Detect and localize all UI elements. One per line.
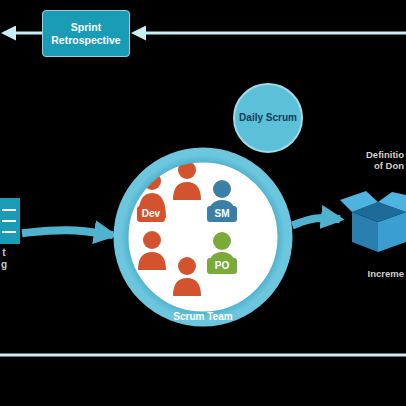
node-text: Definitio of Don <box>356 150 404 172</box>
person-head <box>143 231 161 249</box>
flow-arrow <box>22 230 113 235</box>
role-label: PO <box>207 258 237 274</box>
loop-line <box>0 354 406 357</box>
event-box: Sprint Retrospective <box>42 10 130 57</box>
backlog-line <box>2 209 16 211</box>
node-text: t g <box>0 247 8 270</box>
node-text: Increme <box>356 269 404 280</box>
ring <box>121 155 285 319</box>
node-text: Scrum Team <box>173 311 232 323</box>
increment-cube <box>340 191 406 252</box>
node-text: Sprint Retrospective <box>43 21 129 45</box>
backlog-icon <box>0 198 20 244</box>
node-text: Dev <box>142 208 160 220</box>
loop-line <box>134 32 406 35</box>
loop-line <box>4 32 42 35</box>
team-ring: Scrum Team Dev SM PO <box>113 147 293 327</box>
node-text: SM <box>215 208 230 220</box>
backlog-line <box>2 231 16 233</box>
person-head <box>213 232 231 250</box>
person-body <box>173 182 201 200</box>
event-circle: Daily Scrum <box>233 83 303 153</box>
person-body <box>138 252 166 270</box>
ring-outline <box>113 147 293 327</box>
node-text: Daily Scrum <box>239 112 297 124</box>
role-label: SM <box>207 206 237 222</box>
increment-node: Definitio of DonIncreme <box>340 150 406 280</box>
node-text: PO <box>215 260 229 272</box>
circle <box>234 84 302 152</box>
role-label: Dev <box>137 206 165 222</box>
backlog-line <box>2 220 16 222</box>
person-head <box>178 257 196 275</box>
flow-arrow <box>292 218 340 226</box>
backlog-node: t g <box>0 196 22 270</box>
person-head <box>213 180 231 198</box>
person-body <box>173 278 201 296</box>
